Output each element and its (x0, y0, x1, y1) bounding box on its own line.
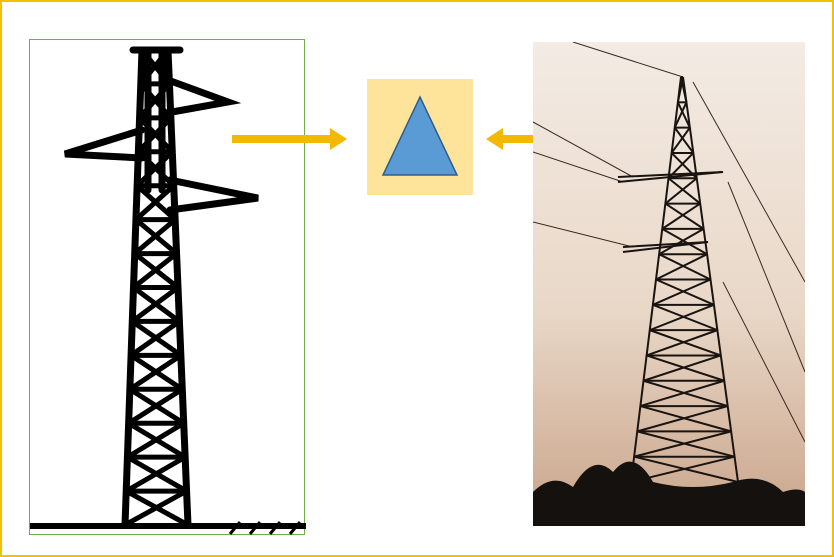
lattice-brace (646, 354, 725, 382)
lattice-brace (127, 387, 184, 426)
arrow-right-icon (232, 128, 347, 150)
lattice-brace (673, 101, 688, 129)
lattice-brace (652, 278, 711, 306)
sketch-tower-drawing (30, 46, 306, 535)
lattice-brace (124, 454, 187, 494)
lattice-brace (134, 183, 176, 222)
lattice-brace (667, 152, 695, 179)
lattice-brace (664, 177, 698, 205)
lattice-brace (136, 116, 173, 154)
lattice-brace (643, 354, 722, 382)
lattice-brace (130, 285, 180, 324)
lattice-brace (667, 177, 701, 205)
lattice-brace (655, 253, 708, 281)
lattice-brace (664, 202, 705, 230)
lattice-brace (658, 228, 705, 256)
lattice-brace (137, 82, 172, 120)
lattice-brace (123, 488, 188, 528)
lattice-brace (128, 353, 183, 392)
lattice-brace (670, 127, 691, 154)
lattice-brace (673, 127, 695, 154)
lattice-brace (655, 278, 715, 306)
lattice-brace (129, 319, 181, 358)
lattice-brace (676, 101, 691, 129)
lattice-brace (658, 253, 711, 281)
lattice-brace (636, 405, 728, 433)
sketch-panel (29, 39, 306, 535)
lattice-brace (138, 48, 170, 86)
lattice-brace (633, 430, 732, 458)
lattice-brace (135, 149, 175, 188)
lattice-brace (649, 329, 722, 357)
photo-tower-image (533, 42, 805, 526)
lattice-brace (133, 217, 177, 256)
lattice-brace (676, 76, 684, 103)
lattice-brace (640, 379, 725, 408)
lattice-brace (661, 228, 708, 256)
lattice-brace (652, 303, 718, 332)
lattice-brace (131, 251, 179, 290)
model-box (367, 79, 473, 195)
lattice-brace (661, 202, 701, 230)
lattice-brace (126, 421, 186, 460)
model-triangle-icon (381, 95, 459, 176)
lattice-brace (649, 303, 715, 332)
lattice-brace (646, 329, 718, 357)
lattice-brace (670, 152, 698, 179)
